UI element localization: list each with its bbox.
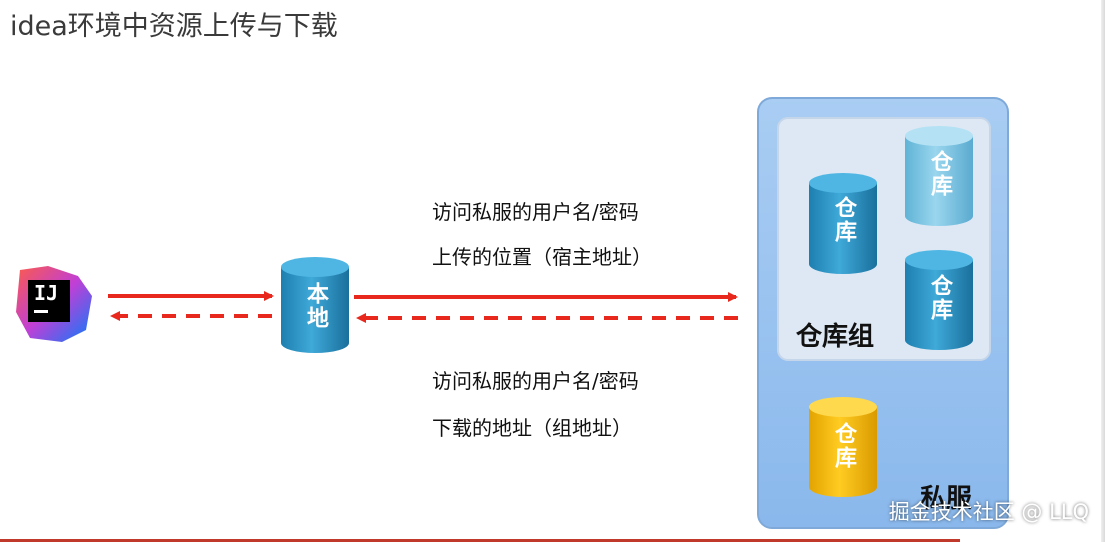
- intellij-idea-icon[interactable]: [16, 266, 92, 342]
- watermark: 掘金技术社区 @ LLQ: [888, 500, 1089, 524]
- upload-credentials-note: 访问私服的用户名/密码: [432, 200, 639, 224]
- local-repository-cylinder: [281, 257, 349, 353]
- repository-group-label: 仓库组: [796, 322, 875, 352]
- standalone-repo-label: 仓库: [831, 422, 856, 470]
- group-repo-bottom-label: 仓库: [927, 274, 952, 322]
- download-credentials-note: 访问私服的用户名/密码: [432, 369, 639, 393]
- upload-location-note: 上传的位置（宿主地址）: [432, 245, 652, 269]
- group-repo-left-label: 仓库: [831, 196, 856, 244]
- standalone-repo-cylinder: [809, 397, 877, 497]
- private-server-label: 私服: [920, 484, 973, 514]
- bottom-rule: [0, 539, 960, 542]
- download-address-note: 下载的地址（组地址）: [432, 416, 632, 440]
- group-repo-cylinder-top: [905, 126, 973, 226]
- group-repo-cylinder-bottom: [905, 250, 973, 350]
- group-repo-top-label: 仓库: [927, 150, 952, 198]
- local-label: 本地: [303, 282, 328, 330]
- right-edge-rule: [1101, 0, 1105, 542]
- intellij-icon-text: IJ: [34, 281, 59, 305]
- group-repo-cylinder-left: [809, 173, 877, 274]
- page-title: idea环境中资源上传与下载: [10, 11, 338, 42]
